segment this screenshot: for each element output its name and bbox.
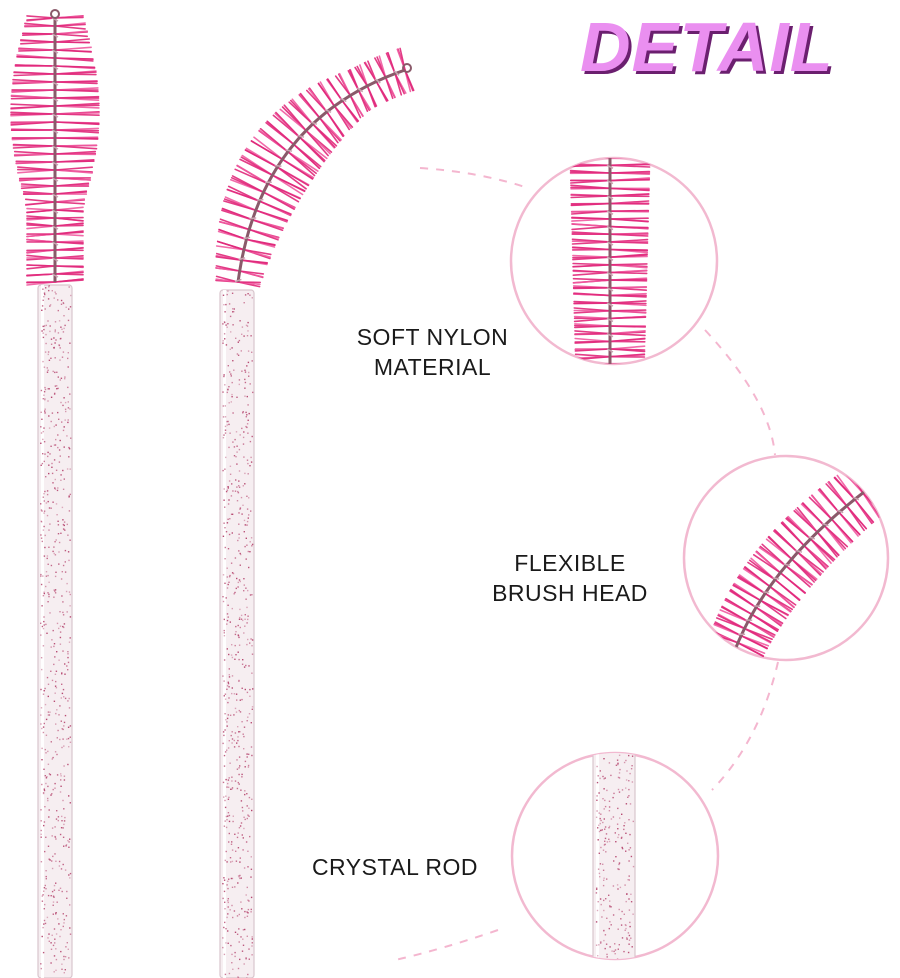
flexible-label: FLEXIBLE BRUSH HEAD (470, 548, 670, 608)
straight-spoolie-brush (10, 9, 100, 978)
crystal-rod-closeup (510, 751, 720, 961)
soft-nylon-label: SOFT NYLON MATERIAL (330, 322, 535, 382)
bent-spoolie-brush (215, 47, 415, 978)
bent-head-closeup (682, 454, 890, 662)
crystal-rod-label-line1: CRYSTAL ROD (311, 854, 479, 880)
flexible-label-line1: FLEXIBLE (514, 550, 626, 576)
dashed-connector-lines (394, 167, 779, 961)
brush-head-closeup (509, 156, 719, 366)
flexible-label-line2: BRUSH HEAD (492, 580, 648, 606)
soft-nylon-label-line2: MATERIAL (373, 354, 492, 380)
soft-nylon-label-line1: SOFT NYLON (356, 324, 509, 350)
page-title: DETAIL (580, 8, 834, 86)
crystal-rod-label: CRYSTAL ROD (290, 852, 500, 882)
